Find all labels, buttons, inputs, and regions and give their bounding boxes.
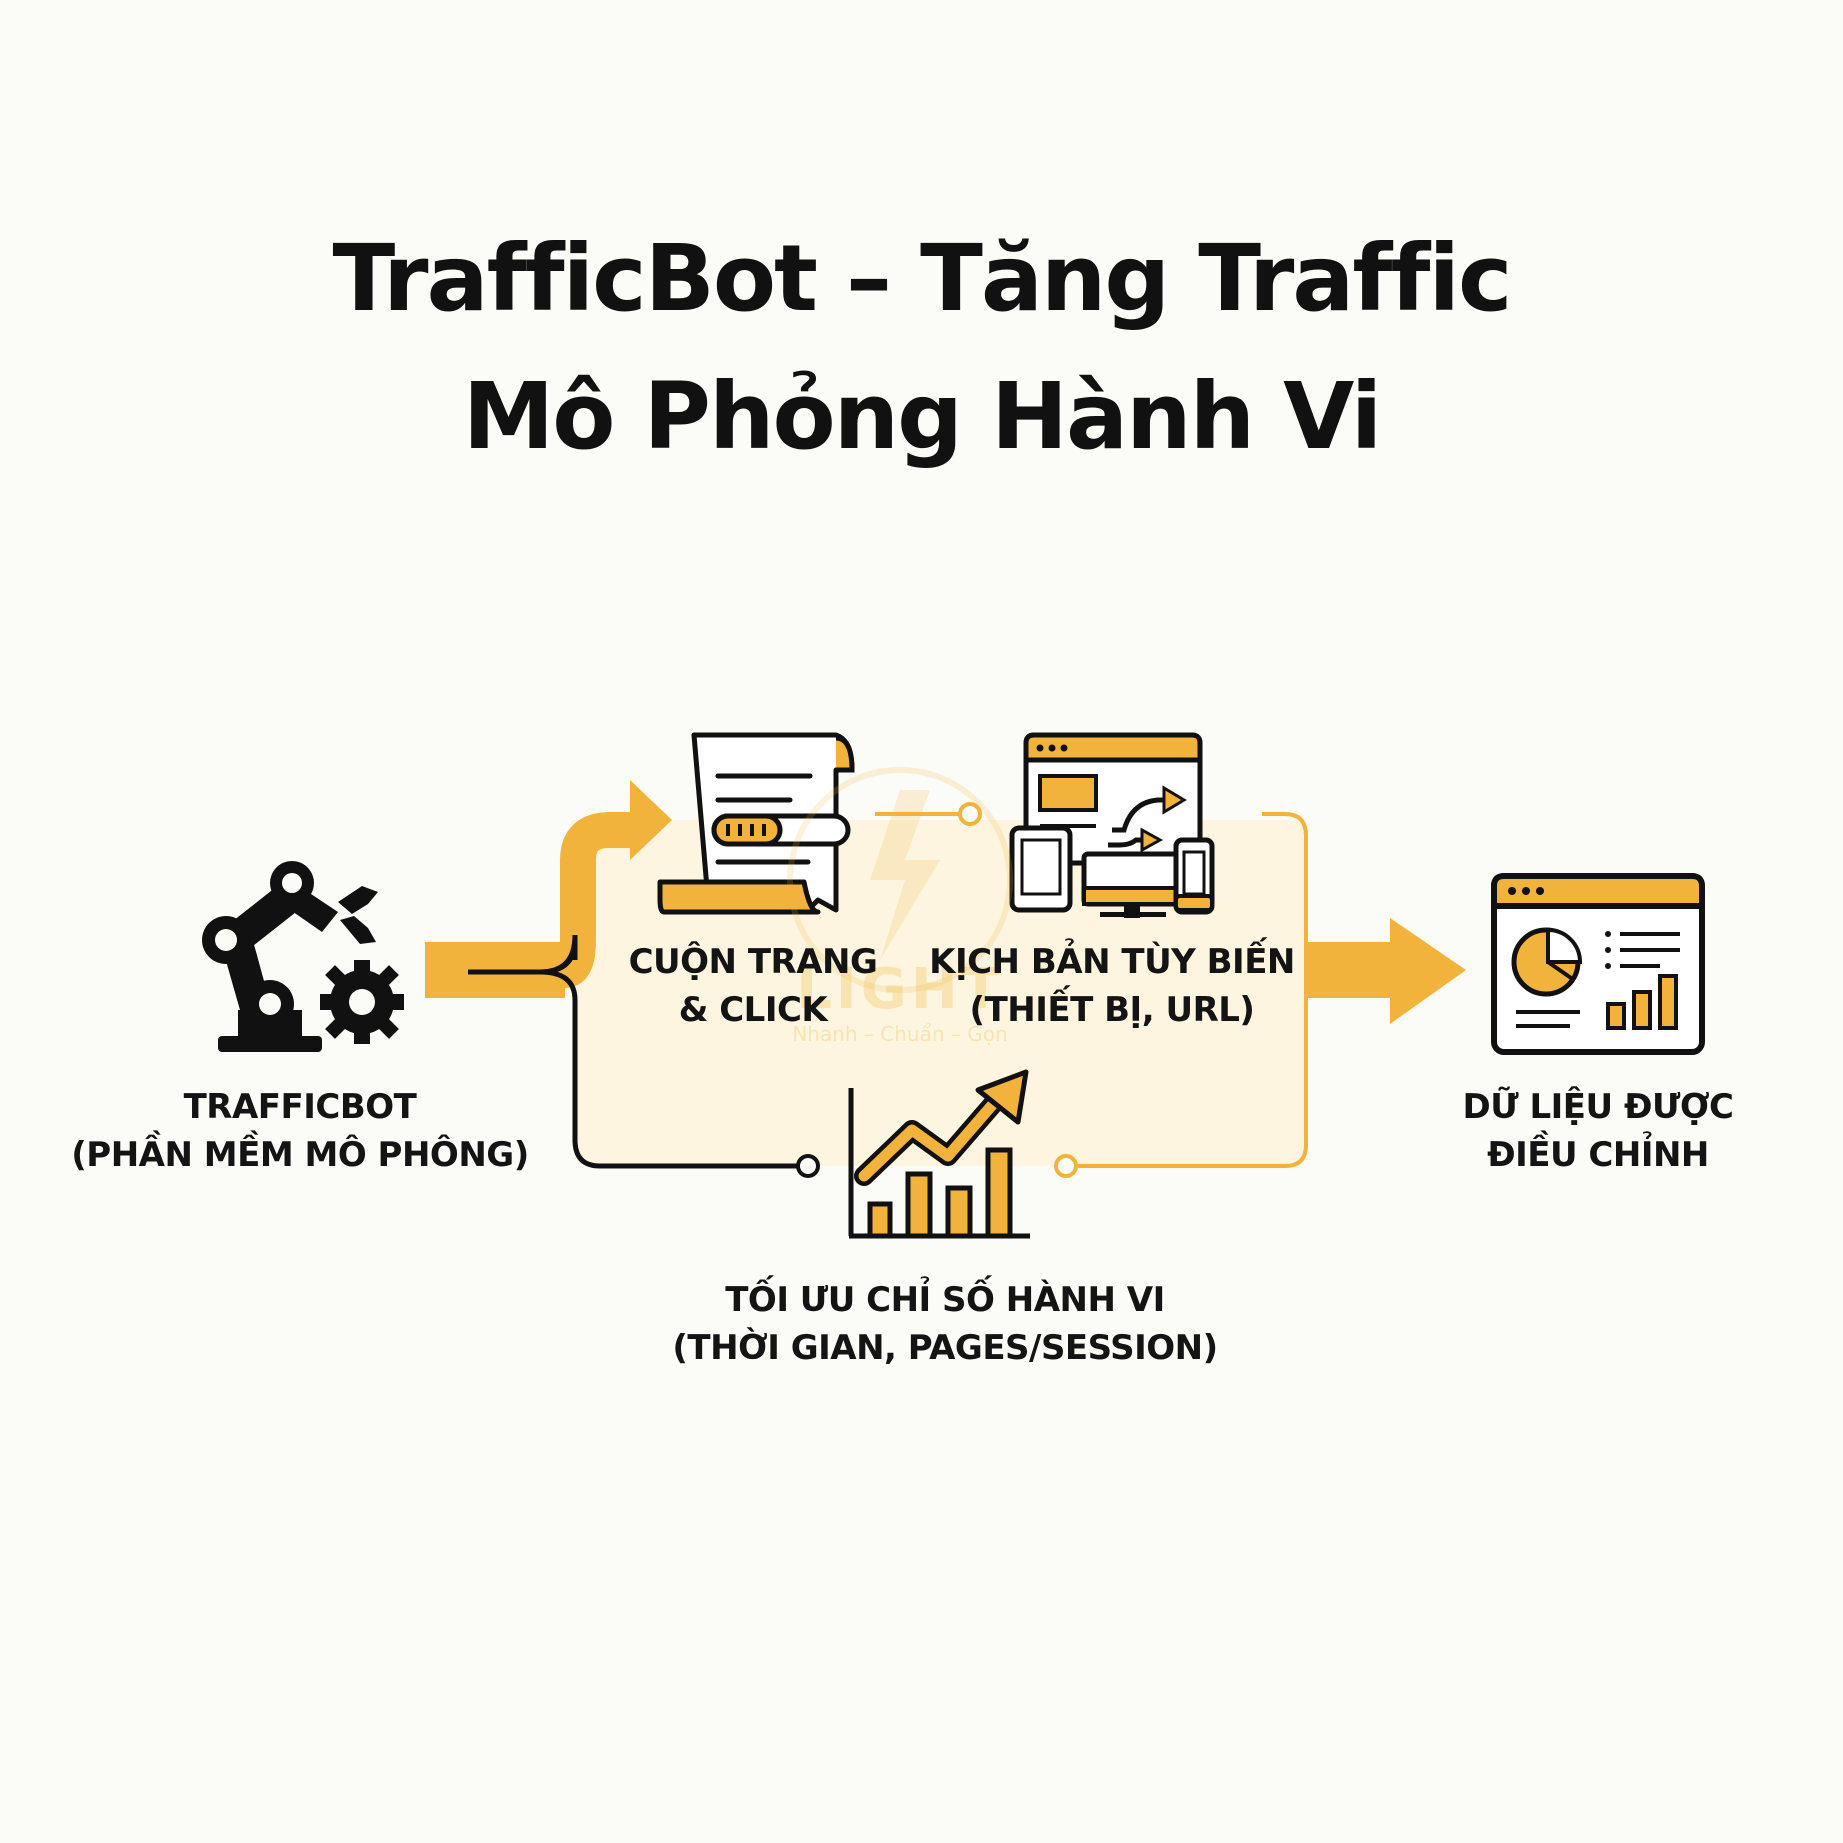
watermark-logo [787, 767, 1013, 993]
connector-dot [796, 1154, 820, 1178]
node-label-custom-script: KỊCH BẢN TÙY BIẾN (THIẾT BỊ, URL) [920, 938, 1304, 1034]
output-arrow [1306, 918, 1466, 1024]
node-label-scroll-click: CUỘN TRANG & CLICK [600, 938, 906, 1034]
title-line-1: TrafficBot – Tăng Traffic [332, 225, 1512, 332]
watermark-brand: LIGHT [796, 957, 1004, 1022]
watermark: LIGHT Nhanh – Chuẩn – Gọn [720, 960, 1080, 1048]
scroll-document-icon [657, 732, 855, 915]
node-label-trafficbot: TRAFFICBOT (PHẦN MỀM MÔ PHÔNG) [60, 1083, 540, 1179]
node-label-result: DỮ LIỆU ĐƯỢC ĐIỀU CHỈNH [1440, 1083, 1756, 1179]
watermark-tagline: Nhanh – Chuẩn – Gọn [792, 1022, 1008, 1046]
optimize-line-2: (THỜI GIAN, PAGES/SESSION) [672, 1328, 1218, 1368]
optimize-line-1: TỐI ƯU CHỈ SỐ HÀNH VI [725, 1280, 1165, 1320]
custom-script-line-2: (THIẾT BỊ, URL) [969, 990, 1255, 1030]
trafficbot-name: TRAFFICBOT [183, 1087, 417, 1127]
multi-device-icon [1009, 732, 1215, 918]
custom-script-line-1: KỊCH BẢN TÙY BIẾN [929, 942, 1295, 982]
node-label-optimize: TỐI ƯU CHỈ SỐ HÀNH VI (THỜI GIAN, PAGES/… [640, 1276, 1250, 1372]
trafficbot-subtitle: (PHẦN MỀM MÔ PHÔNG) [71, 1135, 529, 1175]
scroll-click-line-1: CUỘN TRANG [628, 942, 878, 982]
page-title: TrafficBot – Tăng Traffic Mô Phỏng Hành … [0, 210, 1843, 486]
analytics-dashboard-icon [1491, 873, 1705, 1055]
result-line-2: ĐIỀU CHỈNH [1487, 1135, 1709, 1175]
result-line-1: DỮ LIỆU ĐƯỢC [1462, 1087, 1735, 1127]
input-arrow [425, 780, 820, 1178]
growth-chart-icon [848, 1069, 1030, 1239]
scroll-click-line-2: & CLICK [678, 990, 828, 1030]
title-line-2: Mô Phỏng Hành Vi [462, 363, 1383, 470]
robot-arm-gear-icon [202, 861, 404, 1052]
